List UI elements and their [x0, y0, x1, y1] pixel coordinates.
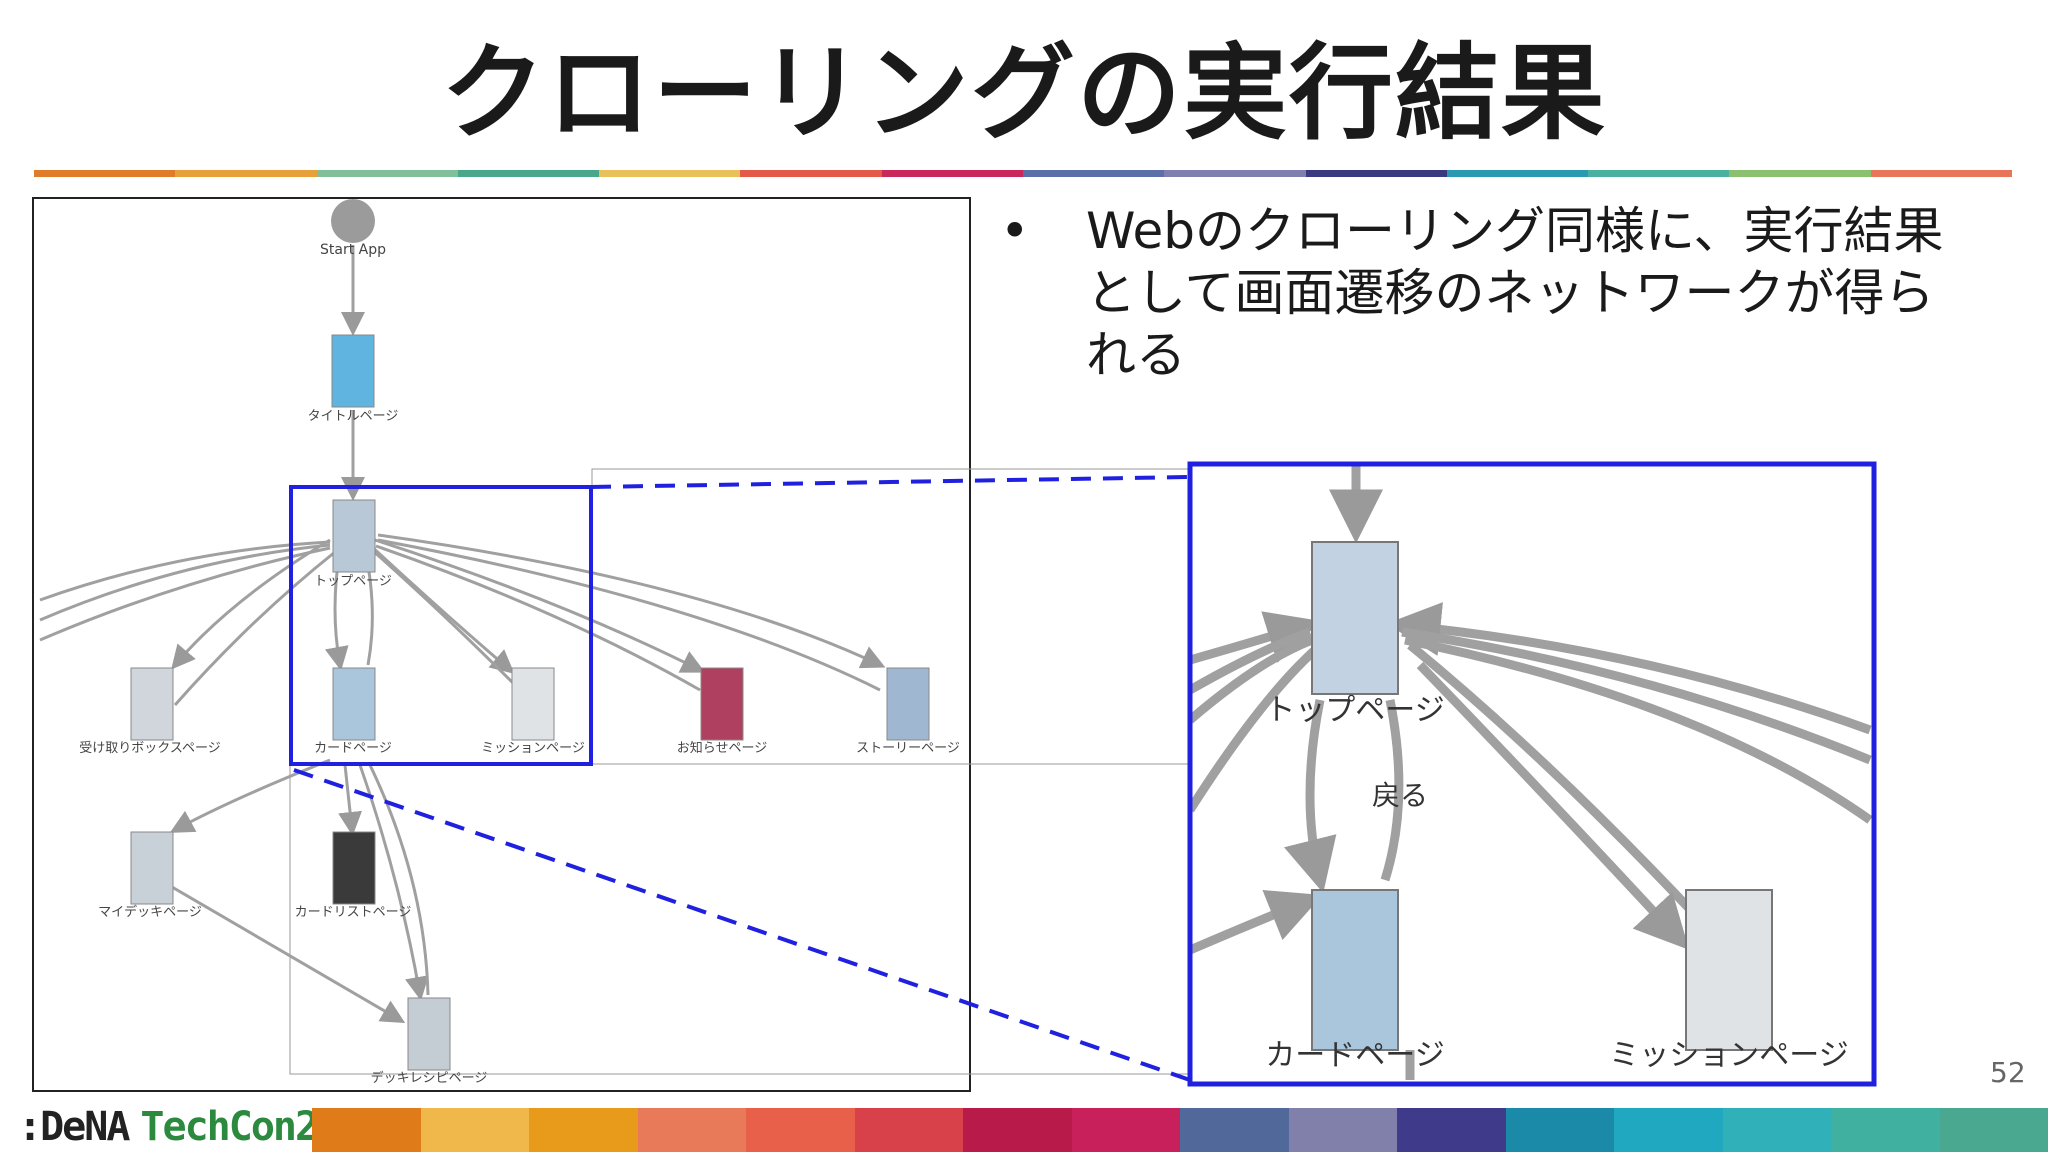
card-page-thumbnail [332, 667, 376, 741]
footer-bar-segment [1831, 1108, 1940, 1152]
footer-bar-segment [1722, 1108, 1831, 1152]
footer-bar-segment [1614, 1108, 1723, 1152]
zoom-label-top-page: トップページ [1265, 693, 1444, 728]
screen-thumbnails [130, 334, 930, 1071]
header-stripe-segment [34, 170, 176, 177]
header-stripe-segment [1164, 170, 1306, 177]
node-label-receive-box: 受け取りボックスページ [79, 741, 220, 756]
footer-bar-segment [746, 1108, 855, 1152]
node-label-card-page: カードページ [314, 741, 392, 756]
deck-recipe-thumbnail [407, 997, 451, 1071]
page-number: 52 [1990, 1056, 2026, 1089]
news-page-thumbnail [700, 667, 744, 741]
node-label-my-deck: マイデッキページ [98, 904, 202, 920]
footer-bar-segment [1071, 1108, 1180, 1152]
start-label: Start App [320, 242, 386, 258]
receive-box-thumbnail [130, 667, 174, 741]
footer-bar-segment [854, 1108, 963, 1152]
header-stripe [34, 170, 2012, 177]
selection-box [289, 485, 593, 766]
node-label-news-page: お知らせページ [677, 740, 767, 756]
zoom-mission-page-thumbnail [1685, 889, 1773, 1051]
footer-bar-segment [312, 1108, 421, 1152]
footer-bar-segment [1180, 1108, 1289, 1152]
zoom-panel-border [1187, 461, 1877, 1087]
header-stripe-segment [175, 170, 317, 177]
footer-bar-segment [1397, 1108, 1506, 1152]
header-stripe-segment [316, 170, 458, 177]
graph-edges [39, 245, 886, 1024]
bullet-marker: • [1000, 202, 1030, 260]
node-label-mission-page: ミッションページ [481, 741, 585, 756]
zoom-label-back: 戻る [1372, 779, 1428, 812]
zoom-label-mission-page: ミッションページ [1609, 1038, 1848, 1073]
top-page-thumbnail [332, 499, 376, 573]
footer-bar-segment [420, 1108, 529, 1152]
header-stripe-segment [881, 170, 1023, 177]
card-list-thumbnail [332, 831, 376, 905]
zoom-panel: トップページ 戻る カードページ ミッションページ [1187, 461, 1877, 1087]
my-deck-thumbnail [130, 831, 174, 905]
node-label-story-page: ストーリーページ [856, 741, 960, 756]
node-label-title-page: タイトルページ [308, 409, 399, 424]
zoom-card-page-thumbnail [1311, 889, 1399, 1051]
bullet-text: Webのクローリング同様に、実行結果として画面遷移のネットワークが得られる [1086, 202, 1944, 384]
story-page-thumbnail [886, 667, 930, 741]
footer-bar-segment [637, 1108, 746, 1152]
header-stripe-segment [1022, 170, 1165, 177]
node-label-top-page: トップページ [314, 574, 392, 589]
header-stripe-segment [457, 170, 600, 177]
footer-bar-segment [963, 1108, 1072, 1152]
zoom-connector-top [590, 475, 1191, 489]
footer-bar-segment [1505, 1108, 1614, 1152]
zoom-top-page-thumbnail [1311, 541, 1399, 695]
header-stripe-segment [1870, 170, 2012, 177]
node-label-deck-recipe: デッキレシピページ [371, 1070, 488, 1086]
zoom-label-card-page: カードページ [1265, 1038, 1444, 1073]
title-page-thumbnail [331, 334, 375, 408]
footer-bar-segment [1288, 1108, 1397, 1152]
header-stripe-segment [1446, 170, 1589, 177]
footer-color-bar [312, 1108, 2048, 1152]
footer-bar-segment [529, 1108, 638, 1152]
start-node [331, 199, 375, 243]
graph-frame [32, 197, 971, 1092]
footer-bar-segment [1939, 1108, 2048, 1152]
header-stripe-segment [599, 170, 741, 177]
header-stripe-segment [1305, 170, 1447, 177]
header-stripe-segment [740, 170, 882, 177]
header-stripe-segment [1588, 170, 1730, 177]
node-label-card-list: カードリストページ [295, 905, 412, 920]
logo-dena: :DeNA [18, 1104, 130, 1150]
header-stripe-segment [1729, 170, 1871, 177]
slide-title: クローリングの実行結果 [440, 32, 1607, 154]
mission-page-thumbnail [511, 667, 555, 741]
